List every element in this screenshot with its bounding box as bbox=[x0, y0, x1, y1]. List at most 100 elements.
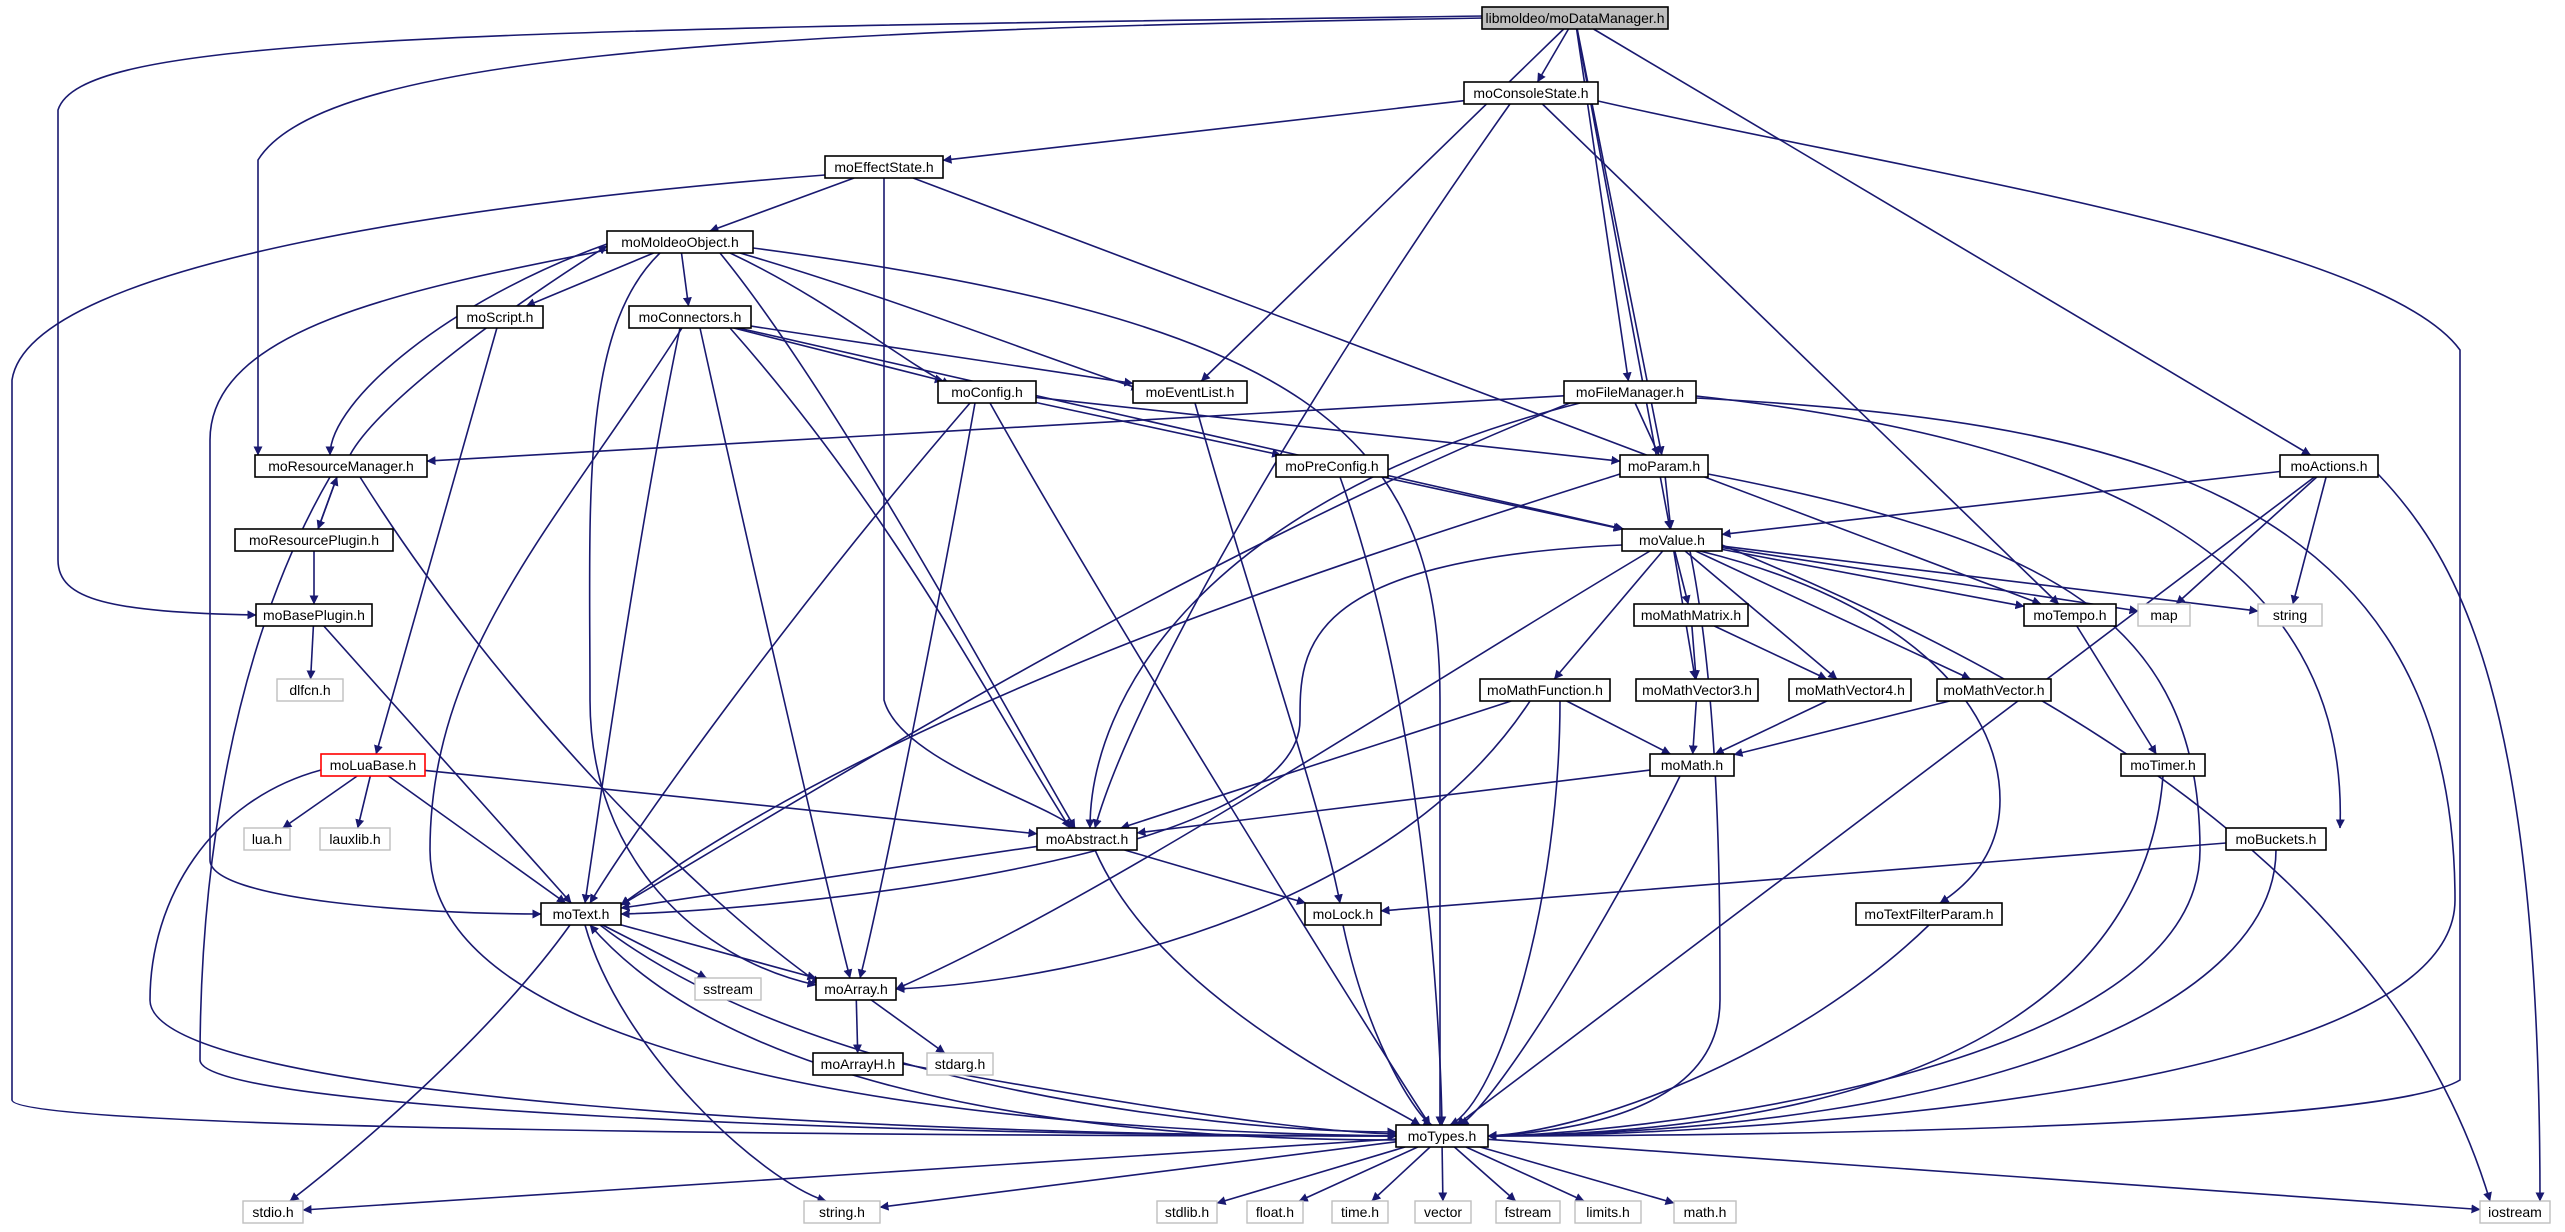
node-resourceplugin[interactable]: moResourcePlugin.h bbox=[234, 528, 394, 552]
node-dlfcn: dlfcn.h bbox=[276, 678, 344, 702]
node-resourcemanager[interactable]: moResourceManager.h bbox=[254, 454, 428, 478]
node-lock[interactable]: moLock.h bbox=[1304, 902, 1382, 926]
node-effectstate[interactable]: moEffectState.h bbox=[824, 155, 944, 179]
node-mathvector3[interactable]: moMathVector3.h bbox=[1635, 678, 1759, 702]
node-label-filemanager: moFileManager.h bbox=[1576, 384, 1684, 400]
node-box-mathvector3 bbox=[1635, 678, 1759, 702]
node-lauxlib: lauxlib.h bbox=[319, 827, 391, 851]
node-tempo[interactable]: moTempo.h bbox=[2023, 603, 2117, 627]
node-box-mathvector bbox=[1936, 678, 2052, 702]
node-stdlib: stdlib.h bbox=[1156, 1200, 1218, 1224]
node-value[interactable]: moValue.h bbox=[1621, 528, 1723, 552]
edge-filemanager-to-buckets bbox=[1695, 395, 2345, 829]
edge-value-to-mathfunction bbox=[1553, 550, 1664, 680]
edge-moldeoobject-to-text bbox=[209, 249, 608, 919]
node-param[interactable]: moParam.h bbox=[1619, 454, 1709, 478]
node-mathvector[interactable]: moMathVector.h bbox=[1936, 678, 2052, 702]
node-box-lauxlib bbox=[319, 827, 391, 851]
node-moldeoobject[interactable]: moMoldeoObject.h bbox=[606, 230, 754, 254]
edge-moldeoobject-to-types bbox=[752, 247, 1445, 1126]
node-label-param: moParam.h bbox=[1628, 458, 1700, 474]
node-root[interactable]: libmoldeo/moDataManager.h bbox=[1481, 6, 1669, 30]
node-timer[interactable]: moTimer.h bbox=[2120, 753, 2206, 777]
edge-mathfunction-to-array bbox=[895, 700, 1531, 994]
edge-types-to-limits bbox=[1465, 1146, 1585, 1202]
node-abstract[interactable]: moAbstract.h bbox=[1036, 827, 1138, 851]
node-textfilterparam[interactable]: moTextFilterParam.h bbox=[1855, 902, 2003, 926]
node-box-script bbox=[456, 305, 544, 329]
node-label-stdio: stdio.h bbox=[252, 1204, 293, 1220]
node-luabase[interactable]: moLuaBase.h bbox=[320, 753, 426, 777]
node-label-value: moValue.h bbox=[1639, 532, 1705, 548]
node-arrayh[interactable]: moArrayH.h bbox=[812, 1052, 904, 1076]
edge-config-to-array bbox=[857, 402, 976, 979]
edge-value-to-mathmatrix bbox=[1674, 550, 1691, 605]
node-label-root: libmoldeo/moDataManager.h bbox=[1486, 10, 1665, 26]
node-buckets[interactable]: moBuckets.h bbox=[2225, 827, 2327, 851]
node-text[interactable]: moText.h bbox=[540, 902, 622, 926]
node-box-iostream bbox=[2479, 1200, 2551, 1224]
node-array[interactable]: moArray.h bbox=[815, 977, 897, 1001]
edge-mathfunction-to-abstract bbox=[1120, 700, 1512, 830]
node-label-timer: moTimer.h bbox=[2130, 757, 2196, 773]
node-label-fstream: fstream bbox=[1505, 1204, 1552, 1220]
edge-types-to-float bbox=[1298, 1146, 1419, 1202]
node-box-stdio bbox=[242, 1200, 304, 1224]
node-box-value bbox=[1621, 528, 1723, 552]
node-types[interactable]: moTypes.h bbox=[1395, 1124, 1489, 1148]
node-box-mathvector4 bbox=[1788, 678, 1912, 702]
node-float: float.h bbox=[1246, 1200, 1304, 1224]
node-box-preconfig bbox=[1275, 454, 1389, 478]
node-actions[interactable]: moActions.h bbox=[2279, 454, 2379, 478]
node-config[interactable]: moConfig.h bbox=[937, 380, 1037, 404]
edge-value-to-textfilterparam bbox=[1699, 550, 2001, 904]
node-math[interactable]: moMath.h bbox=[1649, 753, 1735, 777]
node-box-connectors bbox=[628, 305, 752, 329]
edge-consolestate-to-tempo bbox=[1541, 103, 2060, 605]
edge-consolestate-to-types bbox=[1487, 100, 2461, 1141]
node-eventlist[interactable]: moEventList.h bbox=[1132, 380, 1248, 404]
node-preconfig[interactable]: moPreConfig.h bbox=[1275, 454, 1389, 478]
edge-connectors-to-text bbox=[581, 327, 681, 904]
node-label-preconfig: moPreConfig.h bbox=[1285, 458, 1378, 474]
edge-filemanager-to-types bbox=[1487, 397, 2456, 1141]
node-label-lauxlib: lauxlib.h bbox=[329, 831, 380, 847]
node-label-connectors: moConnectors.h bbox=[639, 309, 742, 325]
node-string: string bbox=[2257, 603, 2323, 627]
node-connectors[interactable]: moConnectors.h bbox=[628, 305, 752, 329]
edge-moldeoobject-to-array bbox=[588, 252, 817, 988]
edge-preconfig-to-types bbox=[1339, 476, 1447, 1126]
node-box-mathh bbox=[1673, 1200, 1737, 1224]
node-lua: lua.h bbox=[243, 827, 291, 851]
edge-math-to-types bbox=[1459, 775, 1681, 1126]
edge-luabase-to-abstract bbox=[424, 769, 1038, 838]
edge-config-to-types bbox=[989, 402, 1431, 1126]
node-script[interactable]: moScript.h bbox=[456, 305, 544, 329]
edge-tempo-to-timer bbox=[2076, 625, 2157, 755]
node-mathvector4[interactable]: moMathVector4.h bbox=[1788, 678, 1912, 702]
node-filemanager[interactable]: moFileManager.h bbox=[1563, 380, 1697, 404]
node-baseplugin[interactable]: moBasePlugin.h bbox=[255, 603, 373, 627]
edge-mathfunction-to-types bbox=[1449, 700, 1561, 1126]
node-mathfunction[interactable]: moMathFunction.h bbox=[1479, 678, 1611, 702]
edge-connectors-to-abstract bbox=[729, 327, 1071, 829]
edge-connectors-to-types bbox=[429, 327, 1397, 1141]
node-consolestate[interactable]: moConsoleState.h bbox=[1463, 81, 1599, 105]
edge-effectstate-to-moldeoobject bbox=[709, 177, 855, 233]
edge-resourcemanager-to-array bbox=[359, 476, 821, 985]
node-label-abstract: moAbstract.h bbox=[1046, 831, 1128, 847]
node-label-luabase: moLuaBase.h bbox=[330, 757, 416, 773]
node-label-config: moConfig.h bbox=[951, 384, 1023, 400]
node-label-eventlist: moEventList.h bbox=[1146, 384, 1235, 400]
node-map: map bbox=[2137, 603, 2191, 627]
node-mathmatrix[interactable]: moMathMatrix.h bbox=[1633, 603, 1749, 627]
node-label-mathvector: moMathVector.h bbox=[1943, 682, 2044, 698]
node-time: time.h bbox=[1331, 1200, 1389, 1224]
node-box-actions bbox=[2279, 454, 2379, 478]
node-iostream: iostream bbox=[2479, 1200, 2551, 1224]
node-label-float: float.h bbox=[1256, 1204, 1294, 1220]
node-label-limits: limits.h bbox=[1586, 1204, 1630, 1220]
node-box-filemanager bbox=[1563, 380, 1697, 404]
node-stdarg: stdarg.h bbox=[926, 1052, 994, 1076]
edge-arrayh-to-types bbox=[902, 1063, 1397, 1139]
